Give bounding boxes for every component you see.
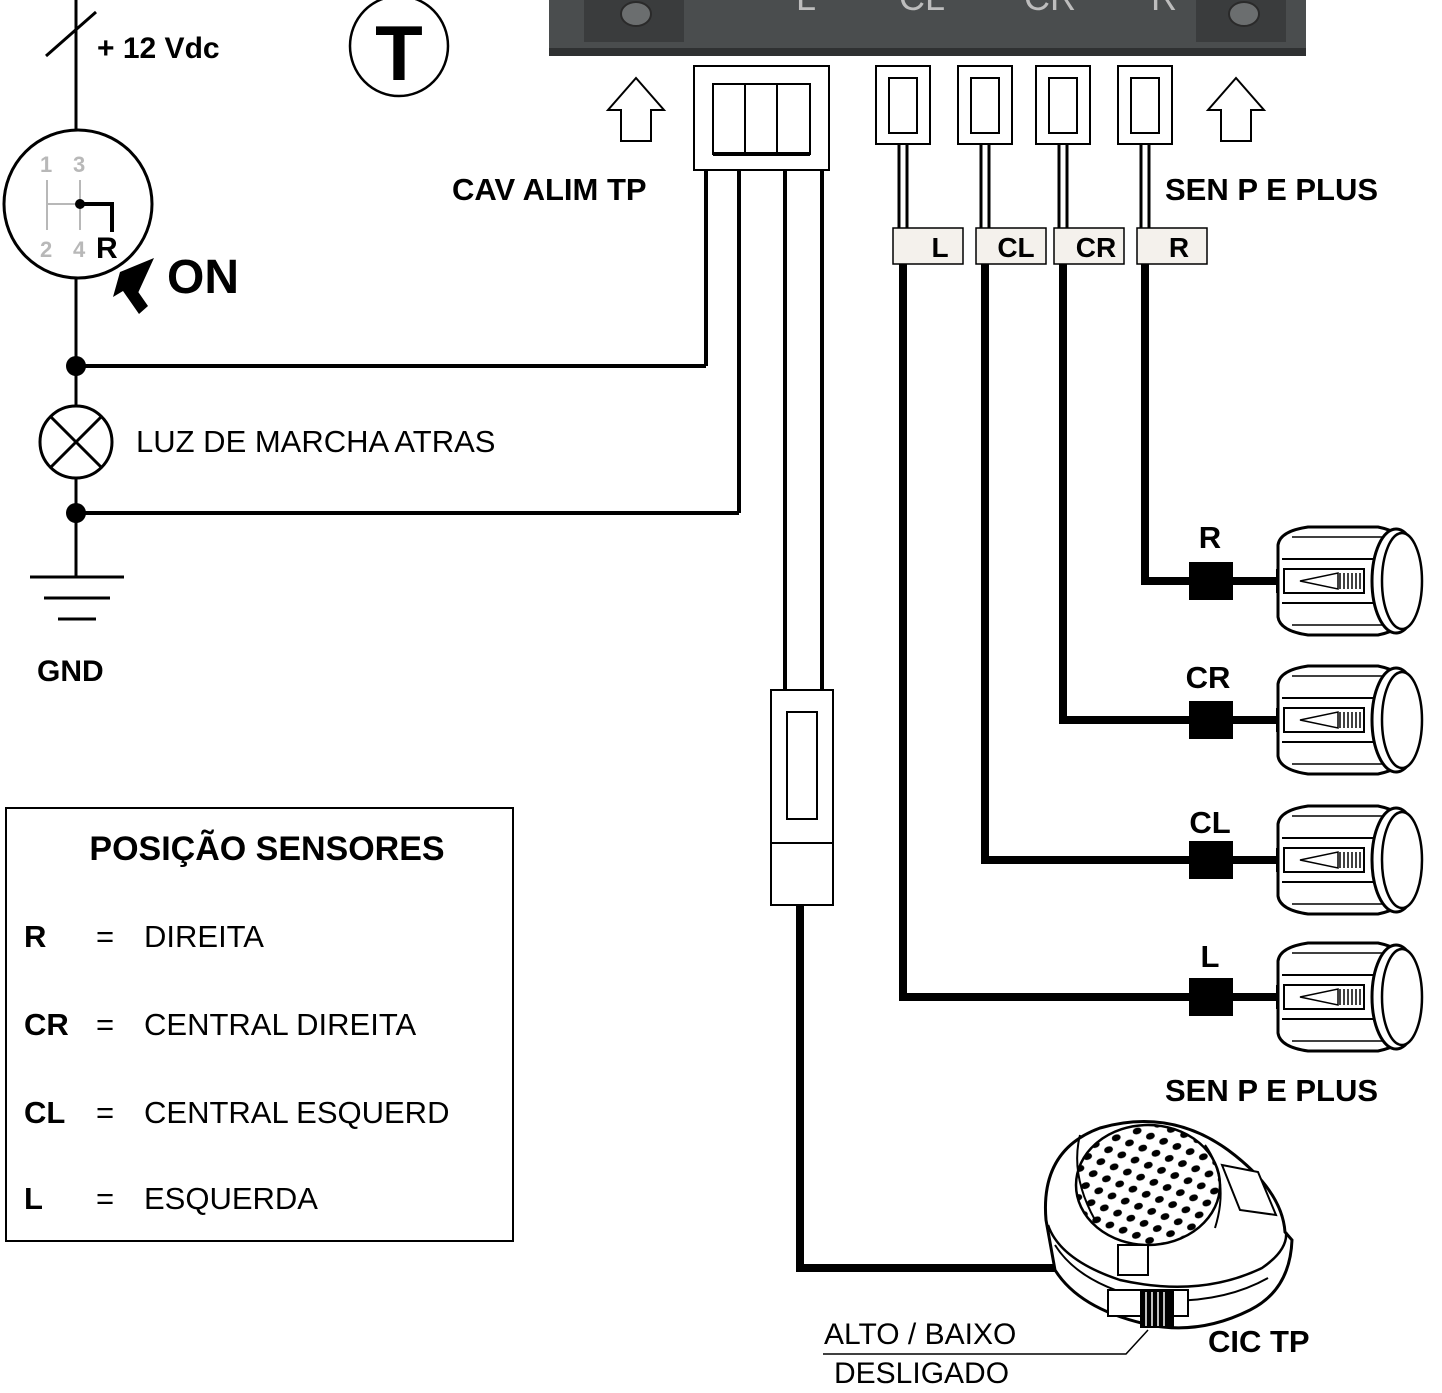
sensor-cl <box>1276 804 1424 916</box>
buzzer-inline-connector <box>770 689 834 906</box>
power-cable-label: CAV ALIM TP <box>452 172 647 207</box>
gear-pos-2: 2 <box>40 237 52 262</box>
gear-pos-3: 3 <box>73 152 85 177</box>
module-mark-r: R <box>1151 0 1177 18</box>
legend-eq-cr: = <box>96 1007 114 1042</box>
on-label: ON <box>167 251 239 304</box>
ground-icon <box>30 575 124 621</box>
sensor-cable-label-top: SEN P E PLUS <box>1165 172 1378 207</box>
sensor-plugs <box>1189 562 1233 1016</box>
lamp-icon <box>38 404 114 480</box>
sensor-l <box>1276 941 1424 1053</box>
legend-code-l: L <box>24 1181 43 1216</box>
legend-title: POSIÇÃO SENSORES <box>89 830 444 868</box>
legend-desc-r: DIREITA <box>144 919 264 954</box>
sensor-cr <box>1276 664 1424 776</box>
type-letter: T <box>375 9 423 97</box>
voltage-label: + 12 Vdc <box>97 32 220 65</box>
wire-tag-cr: CR <box>1076 232 1116 263</box>
wire-tag-r: R <box>1169 232 1189 263</box>
reverse-switch: 1 3 2 4 R <box>2 128 154 280</box>
wire-tag-cl: CL <box>997 232 1034 263</box>
control-module: L CL CR R <box>549 0 1306 56</box>
sensor-r <box>1276 525 1424 637</box>
legend-code-cl: CL <box>24 1095 65 1130</box>
module-mark-cr: CR <box>1024 0 1076 18</box>
sensor-label-l: L <box>1201 939 1220 974</box>
lamp-label: LUZ DE MARCHA ATRAS <box>136 424 495 459</box>
power-connector <box>693 65 830 171</box>
sensor-connectors <box>875 65 1173 145</box>
screw-icon-left <box>620 1 652 27</box>
insert-arrow-icon-right <box>1205 76 1267 142</box>
buzzer-icon <box>1043 1120 1294 1330</box>
legend-desc-cr: CENTRAL DIREITA <box>144 1007 416 1042</box>
ground-label: GND <box>37 655 104 688</box>
buzzer-switch-label-top: ALTO / BAIXO <box>824 1318 1016 1351</box>
module-mark-cl: CL <box>899 0 945 18</box>
gear-pos-1: 1 <box>40 152 52 177</box>
legend-code-r: R <box>24 919 46 954</box>
sensor-label-cr: CR <box>1186 660 1231 695</box>
wire-tag-l: L <box>931 232 948 263</box>
sensor-label-cl: CL <box>1189 805 1230 840</box>
legend-eq-l: = <box>96 1181 114 1216</box>
power-supply: + 12 Vdc <box>45 0 220 134</box>
buzzer-label: CIC TP <box>1208 1324 1310 1359</box>
legend-box: POSIÇÃO SENSORES R = DIREITA CR = CENTRA… <box>5 807 514 1242</box>
legend-desc-cl: CENTRAL ESQUERD <box>144 1095 449 1130</box>
sensor-label-r: R <box>1199 520 1221 555</box>
wire-tags: L CL CR R <box>892 227 1208 265</box>
on-arrow-icon <box>113 258 154 314</box>
sensor-group-label: SEN P E PLUS <box>1165 1073 1378 1108</box>
legend-eq-r: = <box>96 919 114 954</box>
gear-pos-4: 4 <box>73 237 86 262</box>
legend-desc-l: ESQUERDA <box>144 1181 318 1216</box>
legend-eq-cl: = <box>96 1095 114 1130</box>
gear-pos-r: R <box>96 232 118 265</box>
type-badge: T <box>348 0 450 98</box>
screw-icon-right <box>1228 1 1260 27</box>
buzzer-switch-label-bottom: DESLIGADO <box>834 1357 1009 1390</box>
insert-arrow-icon-left <box>605 76 667 142</box>
module-mark-l: L <box>796 0 816 18</box>
legend-code-cr: CR <box>24 1007 69 1042</box>
